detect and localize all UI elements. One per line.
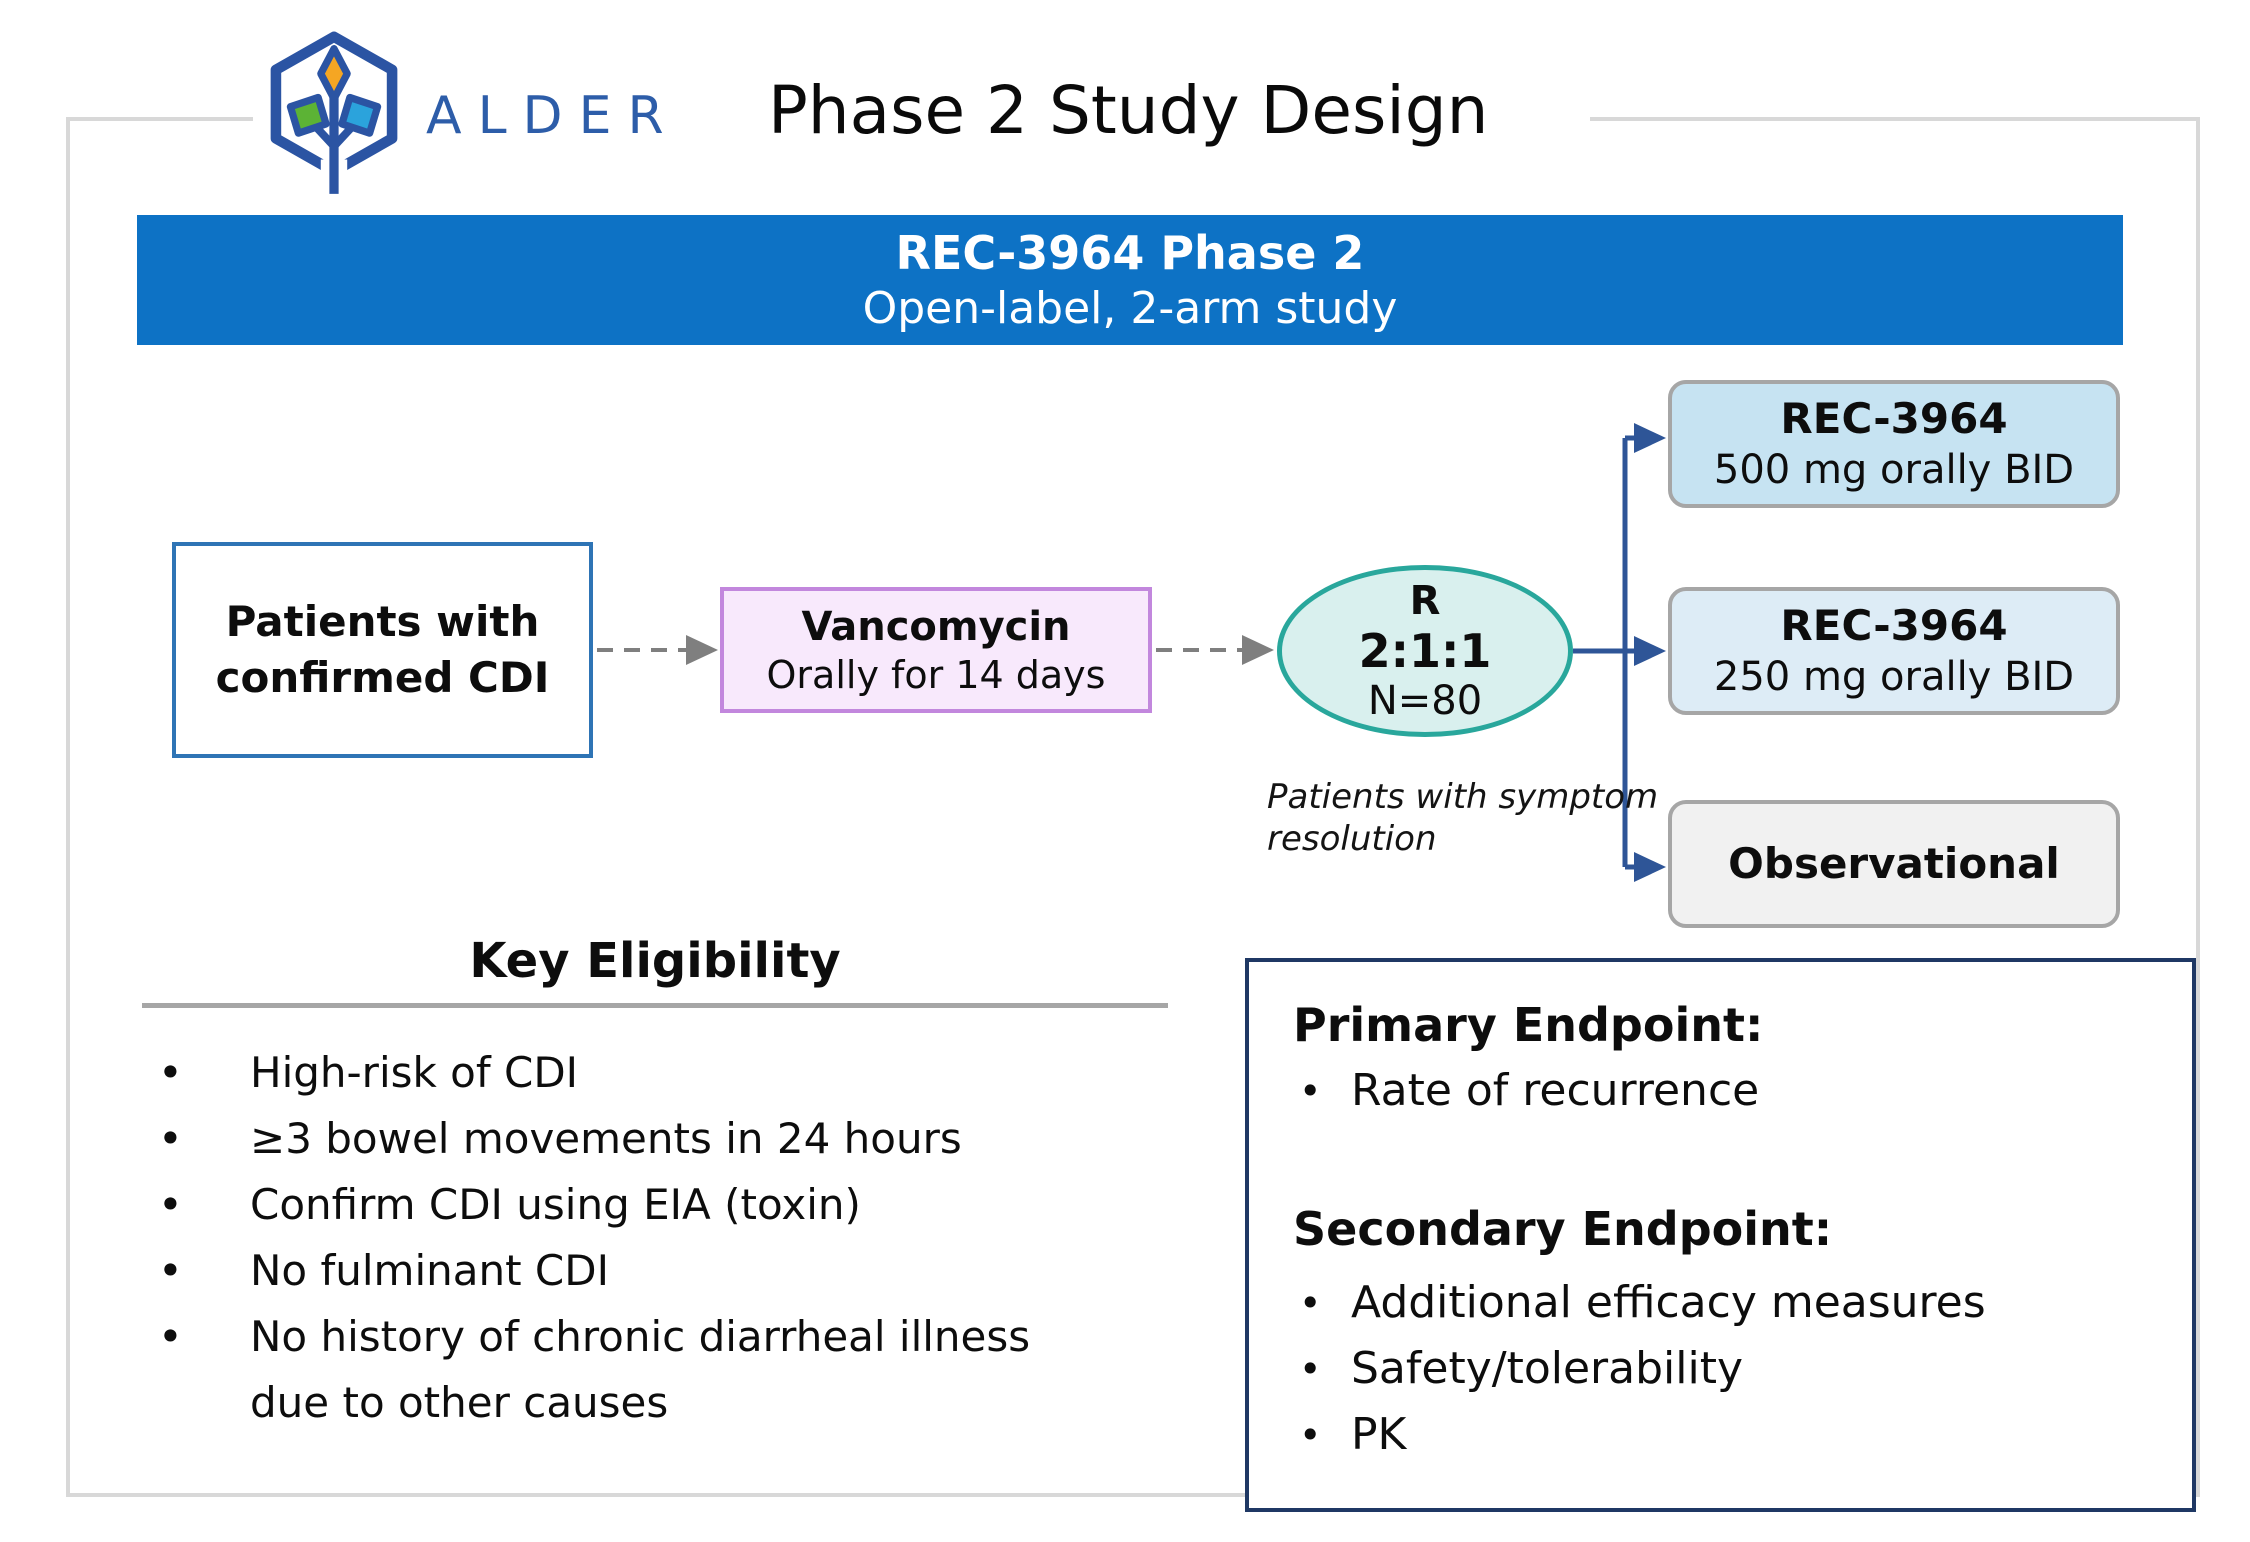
eligibility-item: Confirm CDI using EIA (toxin) bbox=[150, 1172, 1050, 1238]
patients-box-line1: Patients with bbox=[225, 597, 540, 646]
arm-250-title: REC-3964 bbox=[1780, 601, 2008, 650]
brand-name: ALDER bbox=[426, 86, 680, 146]
eligibility-title: Key Eligibility bbox=[469, 933, 841, 989]
secondary-endpoint-label: Secondary Endpoint: bbox=[1293, 1202, 1833, 1256]
arm-box-500mg: REC-3964 500 mg orally BID bbox=[1668, 380, 2120, 508]
vancomycin-box: Vancomycin Orally for 14 days bbox=[720, 587, 1152, 713]
arm-500-subtitle: 500 mg orally BID bbox=[1713, 447, 2075, 493]
arm-box-250mg: REC-3964 250 mg orally BID bbox=[1668, 587, 2120, 715]
arm-500-title: REC-3964 bbox=[1780, 394, 2008, 443]
study-banner: REC-3964 Phase 2 Open-label, 2-arm study bbox=[137, 215, 2123, 345]
secondary-endpoint-list: Additional efficacy measures Safety/tole… bbox=[1293, 1270, 2192, 1468]
arm-box-observational: Observational bbox=[1668, 800, 2120, 928]
randomization-n: N=80 bbox=[1367, 678, 1483, 724]
randomization-r: R bbox=[1409, 578, 1441, 624]
study-banner-subtitle: Open-label, 2-arm study bbox=[862, 283, 1398, 334]
arm-250-subtitle: 250 mg orally BID bbox=[1713, 654, 2075, 700]
vancomycin-title: Vancomycin bbox=[801, 604, 1071, 650]
randomization-caption: Patients with symptom resolution bbox=[1267, 777, 1659, 859]
primary-endpoint-label: Primary Endpoint: bbox=[1293, 998, 1764, 1052]
eligibility-item: ≥3 bowel movements in 24 hours bbox=[150, 1106, 1050, 1172]
secondary-endpoint-item: Safety/tolerability bbox=[1293, 1336, 2192, 1402]
arm-observational-title: Observational bbox=[1728, 839, 2060, 888]
eligibility-list: High-risk of CDI ≥3 bowel movements in 2… bbox=[150, 1040, 1030, 1436]
alder-logo-icon bbox=[270, 31, 398, 194]
patients-box: Patients with confirmed CDI bbox=[172, 542, 593, 758]
endpoints-box: Primary Endpoint: Rate of recurrence Sec… bbox=[1245, 958, 2196, 1512]
secondary-endpoint-item: Additional efficacy measures bbox=[1293, 1270, 2192, 1336]
eligibility-item: No history of chronic diarrheal illness … bbox=[150, 1304, 1050, 1436]
eligibility-divider bbox=[142, 1003, 1168, 1008]
primary-endpoint-item: Rate of recurrence bbox=[1293, 1058, 2192, 1124]
patients-box-line2: confirmed CDI bbox=[215, 653, 550, 702]
randomization-ellipse: R 2:1:1 N=80 bbox=[1277, 565, 1573, 737]
vancomycin-subtitle: Orally for 14 days bbox=[766, 653, 1106, 697]
page-title: Phase 2 Study Design bbox=[768, 72, 1489, 149]
eligibility-item: High-risk of CDI bbox=[150, 1040, 1050, 1106]
secondary-endpoint-item: PK bbox=[1293, 1402, 2192, 1468]
eligibility-item: No fulminant CDI bbox=[150, 1238, 1050, 1304]
slide-frame-title-gap bbox=[253, 114, 1590, 125]
study-banner-title: REC-3964 Phase 2 bbox=[895, 226, 1365, 280]
primary-endpoint-list: Rate of recurrence bbox=[1293, 1058, 2192, 1124]
randomization-ratio: 2:1:1 bbox=[1358, 624, 1492, 678]
